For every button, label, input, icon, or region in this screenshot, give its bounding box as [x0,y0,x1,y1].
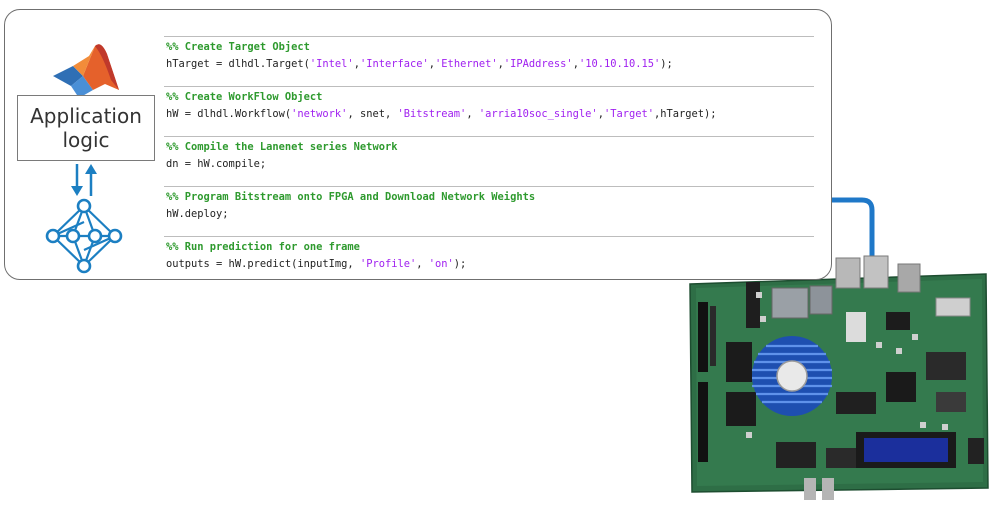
code-token: , snet, [347,108,398,120]
code-token: hW = dlhdl.Workflow( [166,108,292,120]
code-token: outputs = hW.predict(inputImg, [166,258,360,270]
code-token: ,hTarget); [654,108,717,120]
neural-network-icon [45,198,123,274]
code-comment: %% Run prediction for one frame [166,241,360,253]
code-statement: hW = dlhdl.Workflow('network', snet, 'Bi… [166,106,812,123]
code-statement: outputs = hW.predict(inputImg, 'Profile'… [166,256,812,273]
code-string: 'Target' [603,108,654,120]
code-block: %% Run prediction for one frame outputs =… [164,236,814,286]
code-block: %% Create WorkFlow Object hW = dlhdl.Work… [164,86,814,136]
code-token: , [497,58,504,70]
code-comment: %% Compile the Lanenet series Network [166,141,398,153]
code-token: , [597,108,604,120]
code-comment: %% Program Bitstream onto FPGA and Downl… [166,191,536,203]
code-block: %% Program Bitstream onto FPGA and Downl… [164,186,814,236]
code-block: %% Compile the Lanenet series Network dn … [164,136,814,186]
code-string: 'Bitstream' [397,108,467,120]
code-string: '10.10.10.15' [578,58,661,70]
code-token: ); [453,258,467,270]
code-comment: %% Create WorkFlow Object [166,91,323,103]
code-token: , [353,58,360,70]
code-statement: hW.deploy; [166,206,812,223]
fpga-board-icon [689,255,989,500]
code-token: , [416,258,429,270]
application-logic-box: Application logic [17,95,155,161]
code-string: 'on' [428,258,454,270]
code-string: 'IPAddress' [503,58,573,70]
code-token: hW.deploy; [166,208,229,220]
code-panel: Application logic [4,9,832,280]
code-string: 'Profile' [359,258,417,270]
code-token: ); [660,58,673,70]
bidirectional-arrows-icon [71,164,97,196]
application-logic-label: Application logic [30,104,142,152]
code-string: 'network' [291,108,348,120]
code-token: hTarget = dlhdl.Target( [166,58,310,70]
code-string: 'Interface' [359,58,429,70]
code-listing: %% Create Target Object hTarget = dlhdl.T… [164,36,814,286]
code-token: , [466,108,479,120]
code-block: %% Create Target Object hTarget = dlhdl.T… [164,36,814,86]
code-statement: hTarget = dlhdl.Target('Intel','Interfac… [166,56,812,73]
code-string: 'arria10soc_single' [478,108,598,120]
code-statement: dn = hW.compile; [166,156,812,173]
matlab-logo-icon [53,44,119,98]
code-string: 'Intel' [309,58,354,70]
code-token: , [428,58,436,70]
code-token: dn = hW.compile; [166,158,267,170]
code-string: 'Ethernet' [435,58,498,70]
code-token: , [572,58,579,70]
code-comment: %% Create Target Object [166,41,310,53]
